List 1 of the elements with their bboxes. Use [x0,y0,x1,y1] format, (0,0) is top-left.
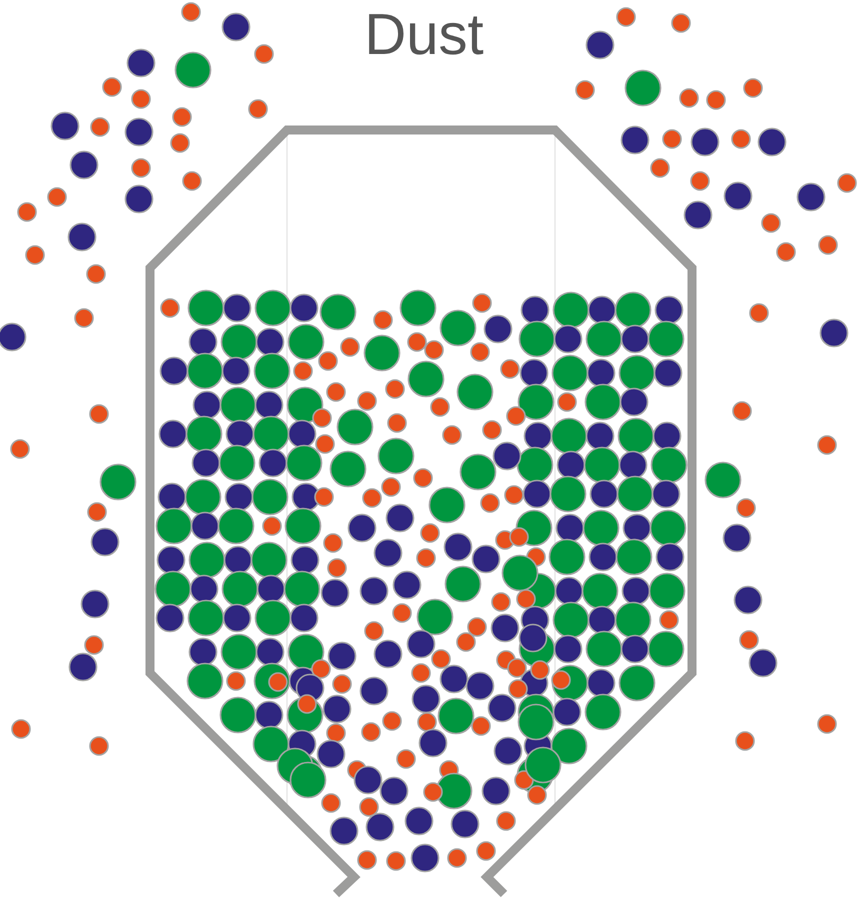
heading-label: Dust [364,6,484,64]
